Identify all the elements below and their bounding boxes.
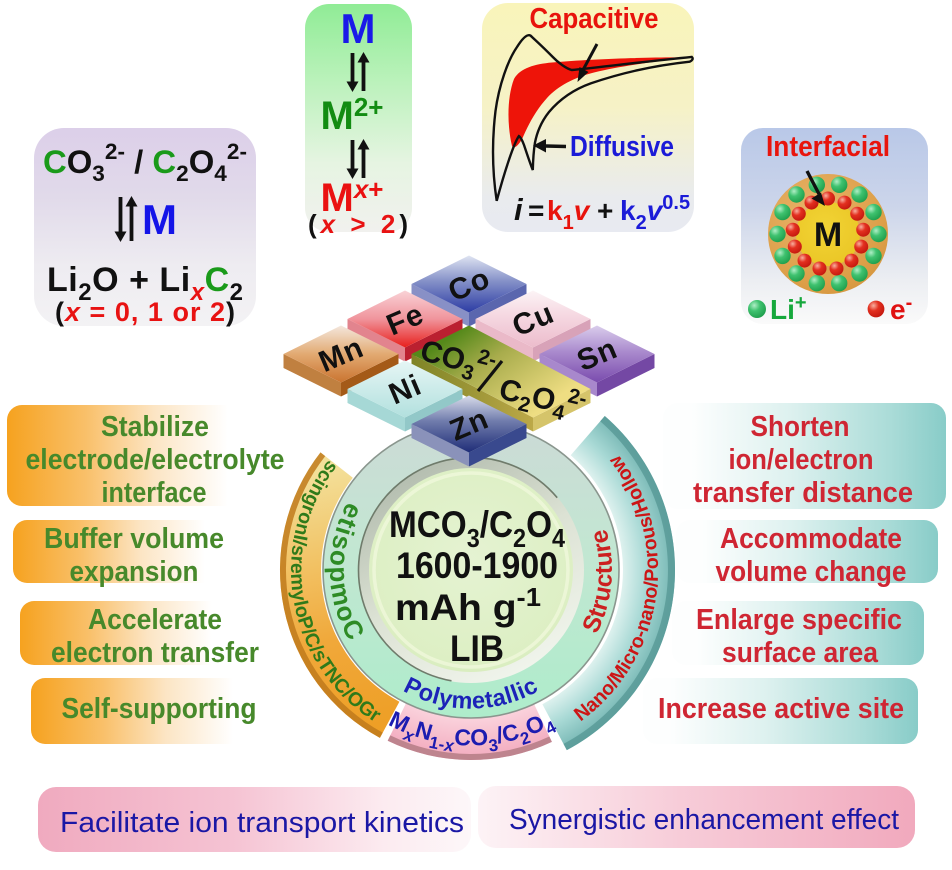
svg-text:Stabilize: Stabilize <box>101 411 209 443</box>
svg-text:electron transfer: electron transfer <box>51 637 259 669</box>
svg-text:Synergistic enhancement effect: Synergistic enhancement effect <box>509 804 899 836</box>
svg-text:M: M <box>142 196 177 243</box>
svg-text:expansion: expansion <box>70 556 199 588</box>
svg-text:i: i <box>514 192 524 227</box>
svg-text:CO32- / C2O42-: CO32- / C2O42- <box>43 139 247 186</box>
svg-text:transfer distance: transfer distance <box>693 477 913 509</box>
svg-text:Diffusive: Diffusive <box>570 131 674 163</box>
svg-text:Capacitive: Capacitive <box>530 3 659 35</box>
svg-text:LIB: LIB <box>450 628 504 669</box>
svg-text:=: = <box>528 195 544 226</box>
svg-text:Increase active site: Increase active site <box>658 693 904 725</box>
svg-text:Shorten: Shorten <box>751 411 850 443</box>
svg-text:Interfacial: Interfacial <box>766 131 890 163</box>
svg-text:+: + <box>597 195 613 226</box>
svg-text:Accelerate: Accelerate <box>88 604 222 636</box>
svg-text:M: M <box>341 5 376 52</box>
svg-text:(x > 2): (x > 2) <box>308 209 408 239</box>
svg-text:Accommodate: Accommodate <box>720 523 902 555</box>
svg-text:surface area: surface area <box>722 637 879 669</box>
svg-text:volume change: volume change <box>716 556 907 588</box>
svg-text:ion/electron: ion/electron <box>729 444 874 476</box>
svg-text:(x = 0, 1 or 2): (x = 0, 1 or 2) <box>55 297 235 327</box>
svg-text:1600-1900: 1600-1900 <box>396 545 558 586</box>
svg-text:Enlarge specific: Enlarge specific <box>696 604 902 636</box>
svg-text:interface: interface <box>102 477 207 509</box>
svg-text:Buffer volume: Buffer volume <box>44 523 224 555</box>
svg-text:electrode/electrolyte: electrode/electrolyte <box>26 444 285 476</box>
svg-text:Facilitate ion transport kinet: Facilitate ion transport kinetics <box>60 807 464 839</box>
svg-text:M: M <box>814 216 842 254</box>
svg-text:Self-supporting: Self-supporting <box>62 693 257 725</box>
